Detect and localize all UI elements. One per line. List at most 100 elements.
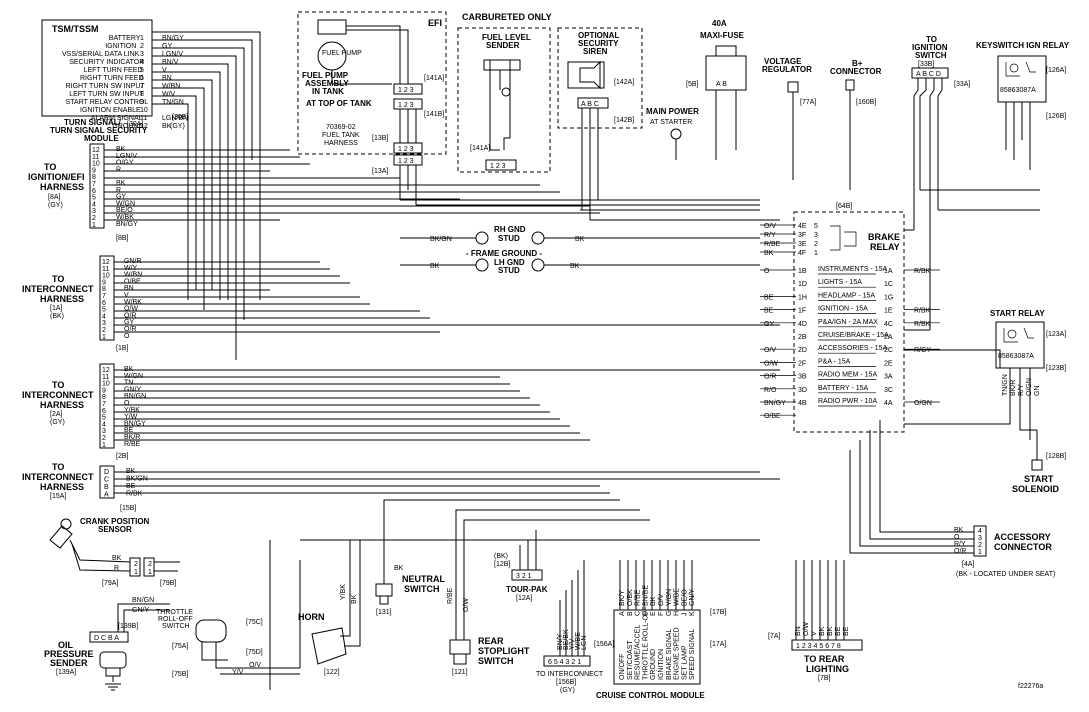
ic1a-title-2: INTERCONNECT <box>22 284 94 294</box>
cruise-wire: BK <box>650 596 657 606</box>
bus-wires <box>104 31 1040 690</box>
keyswitch-part: 85863087A <box>1000 87 1036 94</box>
regulator-ref: [77A] <box>800 99 816 106</box>
tourpak-color: (BK) <box>494 553 508 560</box>
voltage-regulator: VOLTAGE REGULATOR [77A] <box>762 57 816 180</box>
fuse-left-wire: BN/GY <box>764 400 786 407</box>
harness-pin-wire: O/BE <box>124 278 141 285</box>
harness-pin-num: 5 <box>102 415 106 422</box>
oil-wire-2: GN/Y <box>132 607 149 614</box>
harness-pin-num: 2 <box>102 435 106 442</box>
relay-pin: 4E <box>798 223 807 230</box>
fuse-name: P&A - 15A <box>818 358 851 365</box>
fuse-right-pin: 1A <box>884 268 893 275</box>
harness-pin-num: 5 <box>102 307 106 314</box>
cruise-function: RESUME/ACCEL <box>635 625 642 680</box>
accessory-pin-wire: BK <box>954 527 964 534</box>
fuse-left-wire: BE <box>764 294 774 301</box>
fuse-name: LIGHTS - 15A <box>818 279 862 286</box>
harness-pin-wire: BE <box>124 427 134 434</box>
cruise-title: CRUISE CONTROL MODULE <box>596 691 705 700</box>
start-relay-wire: R/Y <box>1018 384 1025 396</box>
crank-wire-1: BK <box>112 555 122 562</box>
harness-pin-num: 4 <box>102 313 106 320</box>
tsm-pin-label: SECURITY INDICATOR <box>69 59 144 66</box>
oil-title-2: PRESSURE <box>44 649 94 659</box>
tsm-caption-1: TURN SIGNAL/ <box>64 118 122 127</box>
cruise-pin: H <box>674 611 681 616</box>
harness-pin-num: 8 <box>92 174 96 181</box>
main-power: MAIN POWER AT STARTER <box>646 107 699 160</box>
fuse-left-pin: 1B <box>798 268 807 275</box>
fuse-right-pin: 3A <box>884 374 893 381</box>
brake-relay-title-1: BRAKE <box>868 232 900 242</box>
cruise-ic-color: (GY) <box>560 687 575 694</box>
rh-ground-label: RH GND <box>494 225 526 234</box>
harness-pin-num: 3 <box>102 428 106 435</box>
harness-pin-wire: R <box>116 187 121 194</box>
maxi-fuse-pins: A B <box>716 81 727 88</box>
harness-pin-num: 9 <box>92 167 96 174</box>
throttle-ref-75d: [75D] <box>246 649 263 656</box>
cruise-wire: BE/O <box>681 589 688 606</box>
harness-pin-num: 4 <box>92 201 96 208</box>
tsm-pin-num: 12 <box>140 123 148 130</box>
harness-pin-num: 12 <box>102 367 110 374</box>
tsm-pin-num: 2 <box>140 43 144 50</box>
harness-pin-num: 4 <box>102 421 106 428</box>
tourpak-ref-b: [12B] <box>494 561 510 568</box>
rear-lighting-ref: [7B] <box>818 675 831 682</box>
ign-switch-ref2: [33A] <box>954 81 970 88</box>
start-relay-ref-b: [123B] <box>1046 365 1066 372</box>
ic1a-title-3: HARNESS <box>40 294 84 304</box>
ign-switch-pins: A B C D <box>916 71 941 78</box>
harness-pin-wire: BN/GN <box>124 393 146 400</box>
harness-pin-wire: V <box>124 292 129 299</box>
oil-pins: D C B A <box>94 635 119 642</box>
fuel-pump-label: FUEL PUMP <box>322 50 362 57</box>
cruise-ic-pins: 6 5 4 3 2 1 <box>548 659 581 666</box>
cruise-pin: G <box>666 611 673 616</box>
efi-assembly-2: ASSEMBLY <box>305 79 349 88</box>
accessory-ref: [4A] <box>962 561 975 568</box>
harness-pin-num: 10 <box>92 161 100 168</box>
efi-pins-top: 1 2 3 <box>398 87 414 94</box>
harness-pin-num: 10 <box>102 381 110 388</box>
accessory-pin-num: 3 <box>978 535 982 542</box>
fuse-left-pin: 1H <box>798 294 807 301</box>
ic2a-ref: [2A] <box>50 411 63 418</box>
lh-ground-right: BK <box>570 263 580 270</box>
harness-pin-wire: O/GY <box>116 160 134 167</box>
bplus-connector: B+ CONNECTOR [160B] <box>830 59 882 190</box>
regulator-title-2: REGULATOR <box>762 65 812 74</box>
throttle-wire-1: O/V <box>249 662 261 669</box>
harness-pin-wire: BN/GY <box>124 420 146 427</box>
tsm-pin-num: 8 <box>140 91 144 98</box>
tsm-pin-label: GROUND <box>112 123 143 130</box>
harness-pin-wire: LGN/V <box>116 153 137 160</box>
cruise-module: ON/OFFABK/YSET/COASTBO/BKRESUME/ACCELCR/… <box>536 585 705 700</box>
maxi-fuse-ref: [5B] <box>686 81 699 88</box>
efi-assembly-1: FUEL PUMP <box>302 71 349 80</box>
tsm-pin-label: LEFT TURN FEED <box>84 67 143 74</box>
ref-17a: [17A] <box>710 641 726 648</box>
carb-sender-1: FUEL LEVEL <box>482 33 531 42</box>
ignition-switch: TO IGNITION SWITCH [33B] A B C D [33A] <box>911 35 970 330</box>
efi-title: EFI <box>428 18 442 28</box>
tourpak-title: TOUR-PAK <box>506 585 548 594</box>
harness-pin-wire: Y/W <box>124 414 138 421</box>
rh-ground-wire: BK/GN <box>430 236 452 243</box>
stoplight-title-3: SWITCH <box>478 656 514 666</box>
siren-box: OPTIONAL SECURITY SIREN A B C [142A] [14… <box>557 27 643 220</box>
fuse-left-pin: 2D <box>798 347 807 354</box>
stoplight-title-2: STOPLIGHT <box>478 646 530 656</box>
oil-ref: [139A] <box>56 669 76 676</box>
fuse-right-wire: R/BK <box>914 268 931 275</box>
stoplight-wire-2: O/W <box>463 598 470 612</box>
stoplight-title-1: REAR <box>478 636 504 646</box>
horn-ref: [122] <box>324 669 340 676</box>
harness-pin-wire: BK <box>116 180 126 187</box>
tsm-pin-label: START RELAY CONTROL <box>66 99 149 106</box>
